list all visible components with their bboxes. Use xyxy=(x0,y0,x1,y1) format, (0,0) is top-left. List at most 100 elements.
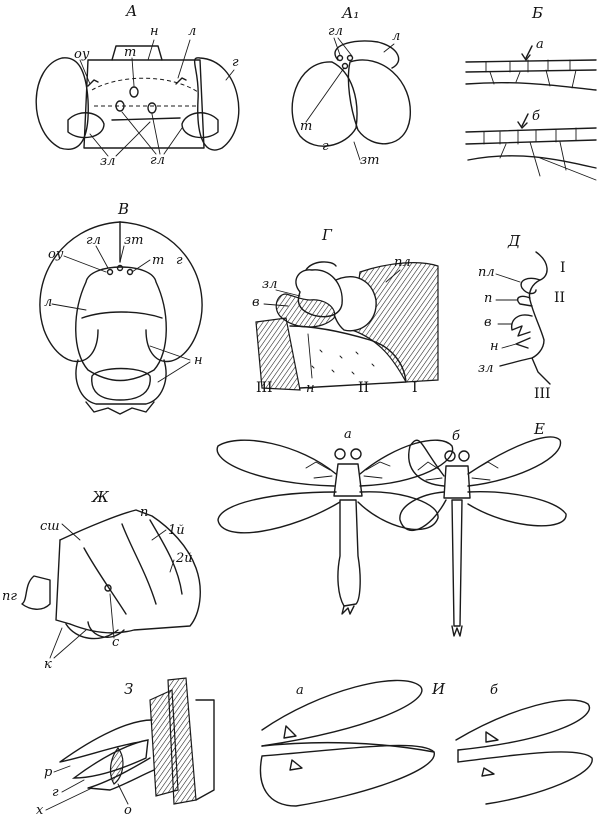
wing-a-hind-left xyxy=(217,491,341,534)
occipital-plate-left xyxy=(67,112,105,139)
label-zh-pg: пг xyxy=(2,589,17,604)
abdomen-b-tip xyxy=(451,625,463,637)
labrum-outer xyxy=(75,359,167,405)
thorax-front-edge xyxy=(55,539,71,625)
head-top-ridge xyxy=(111,45,163,61)
panel-e-title: Е xyxy=(533,420,545,438)
panel-i: И а б xyxy=(259,679,593,807)
arrow-a-head xyxy=(521,53,531,61)
panel-a1: А₁ гл л т г зт xyxy=(291,4,411,168)
eye-a1-right xyxy=(347,59,411,145)
thorax-a xyxy=(333,463,363,497)
wing-base-top xyxy=(305,261,337,271)
thorax-b xyxy=(443,465,471,499)
wing-b-hind-right xyxy=(467,491,567,527)
wing-b-fore-right xyxy=(467,436,562,487)
label-zh-p: п xyxy=(140,505,148,520)
labrum xyxy=(91,367,151,401)
label-b-a: а xyxy=(536,37,544,52)
panel-d: Д I пл п II в н зл III xyxy=(478,232,566,402)
leader-lines-g xyxy=(263,269,401,379)
label-a1-l: л xyxy=(392,29,400,44)
panel-a: А оу т н л г зл гл xyxy=(35,2,240,169)
spiracle xyxy=(104,584,112,592)
label-a-l: л xyxy=(188,24,196,39)
label-a1-gl: гл xyxy=(328,24,343,39)
label-g-iii: III xyxy=(256,380,273,396)
venation-a-cross xyxy=(485,59,577,89)
suture-second xyxy=(149,519,183,595)
pterostigma-a-hind xyxy=(289,759,303,771)
thorax-side-outline xyxy=(59,509,201,634)
vertex-region xyxy=(334,40,400,69)
coxa-right xyxy=(87,621,125,639)
label-v-gl: гл xyxy=(86,233,101,248)
label-zh-1: 1й xyxy=(168,523,185,538)
legs-b xyxy=(417,461,499,481)
label-e-b: б xyxy=(452,429,460,444)
head-capsule xyxy=(83,59,205,149)
appendage-lower xyxy=(87,757,155,791)
arrow-b-head xyxy=(517,121,528,129)
lobe-zl xyxy=(499,357,533,367)
label-v-ou: оу xyxy=(48,247,64,262)
panel-g: Г пл зл в н III II I xyxy=(252,226,439,396)
label-v-n: н xyxy=(194,353,203,368)
label-g-zl: зл xyxy=(262,277,277,292)
label-g-ii: II xyxy=(358,380,369,396)
eye-v-right xyxy=(119,221,203,363)
bristle-dots xyxy=(311,349,375,375)
lobe-v xyxy=(511,314,533,337)
label-zh-2: 2й xyxy=(175,551,193,566)
label-g-i: I xyxy=(412,380,418,396)
wing-a-fore-right xyxy=(359,439,454,487)
venation-b-cross xyxy=(483,127,597,181)
label-i-a: а xyxy=(296,683,304,698)
suture-first xyxy=(121,523,157,605)
label-a-g: г xyxy=(232,55,239,70)
panel-a-title: А xyxy=(125,2,137,20)
eye-v-left xyxy=(39,221,121,363)
label-z-g: г xyxy=(52,785,59,800)
wing-i-b-hind xyxy=(457,751,593,805)
ocellus-v-2 xyxy=(116,264,124,272)
label-z-x: х xyxy=(36,803,44,818)
wing-i-b-fore xyxy=(455,699,591,751)
leader-lines-zh xyxy=(49,523,175,659)
panel-d-title: Д xyxy=(507,232,521,250)
panel-g-title: Г xyxy=(321,226,333,244)
label-zh-k: к xyxy=(44,657,52,672)
compound-eye-left xyxy=(35,57,89,150)
pterostigma-a-fore xyxy=(283,725,297,739)
label-d-i: I xyxy=(560,260,566,276)
dragonfly-b: б xyxy=(399,429,567,637)
label-d-iii: III xyxy=(534,386,551,402)
label-d-p: п xyxy=(484,291,492,306)
head-b-eye-right xyxy=(458,450,470,462)
label-d-zl: зл xyxy=(478,361,493,376)
lobe-pl xyxy=(520,277,541,295)
appendage-middle xyxy=(71,739,149,779)
legs-a xyxy=(305,461,391,479)
appendage-upper xyxy=(59,719,153,763)
label-d-v: в xyxy=(484,315,492,330)
head-a-eye-right xyxy=(350,448,362,460)
wing-i-a-fore xyxy=(261,679,423,747)
wing-a-hind-right xyxy=(357,491,439,531)
mandibles xyxy=(85,401,155,415)
segment-hatched-2 xyxy=(149,689,179,797)
leader-lines-d xyxy=(495,273,521,349)
ocellus-median xyxy=(129,86,139,98)
label-a-gl: гл xyxy=(150,153,165,168)
label-a-t: т xyxy=(124,45,136,60)
lower-bar xyxy=(111,117,181,121)
label-v-g: г xyxy=(176,253,183,268)
label-g-pl: пл xyxy=(394,255,411,270)
wing-i-a-hind xyxy=(259,744,435,807)
panel-b-title: Б xyxy=(531,4,543,22)
coxa-left xyxy=(65,623,119,640)
label-zh-ssh: сш xyxy=(40,519,60,534)
arrow-b-shaft xyxy=(521,113,529,127)
ocellus-left xyxy=(115,100,125,112)
